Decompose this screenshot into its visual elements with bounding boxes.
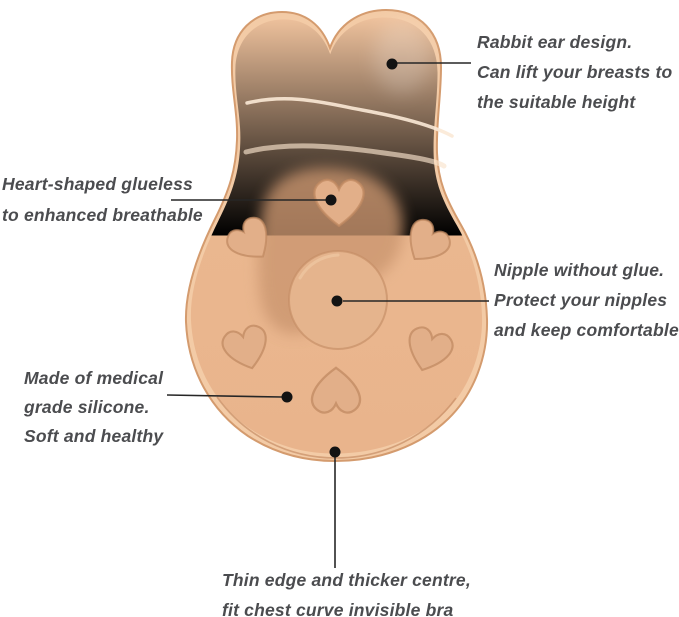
annotation-line: Made of medical [24, 368, 164, 388]
callout-dots [281, 58, 398, 458]
annotation-line: grade silicone. [24, 397, 150, 417]
annotation-line: Protect your nipples [494, 290, 668, 310]
annotation-line: and keep comfortable [494, 320, 679, 340]
callout-line-silicone [166, 394, 283, 398]
callout-dot-silicone [281, 391, 293, 403]
annotation-silicone: Made of medical grade silicone. Soft and… [24, 364, 163, 451]
callout-dot-heart [325, 194, 337, 206]
annotation-line: Soft and healthy [24, 426, 164, 446]
callout-dot-nipple [331, 295, 343, 307]
shine-streak-lower [243, 143, 447, 169]
ear-shine [374, 22, 430, 94]
callout-connectors [166, 62, 489, 568]
callout-dot-rabbit-ear [386, 58, 398, 70]
annotation-rabbit-ear: Rabbit ear design. Can lift your breasts… [477, 27, 672, 117]
annotation-nipple: Nipple without glue. Protect your nipple… [494, 255, 679, 345]
annotation-line: fit chest curve invisible bra [222, 600, 454, 617]
annotation-line: Can lift your breasts to [477, 62, 673, 82]
annotation-line: to enhanced breathable [2, 205, 203, 225]
annotation-thin-edge: Thin edge and thicker centre, fit chest … [222, 565, 471, 617]
annotation-heart-glueless: Heart-shaped glueless to enhanced breath… [2, 169, 203, 231]
annotation-line: Heart-shaped glueless [2, 174, 193, 194]
annotation-line: Thin edge and thicker centre, [222, 570, 471, 590]
callout-dot-thin-edge [329, 446, 341, 458]
shine-streak-upper [245, 97, 454, 138]
bottom-edge-groove [216, 396, 457, 459]
annotation-line: Rabbit ear design. [477, 32, 633, 52]
annotation-line: Nipple without glue. [494, 260, 665, 280]
annotation-line: the suitable height [477, 92, 636, 112]
nipple-dome-highlight [298, 253, 340, 280]
